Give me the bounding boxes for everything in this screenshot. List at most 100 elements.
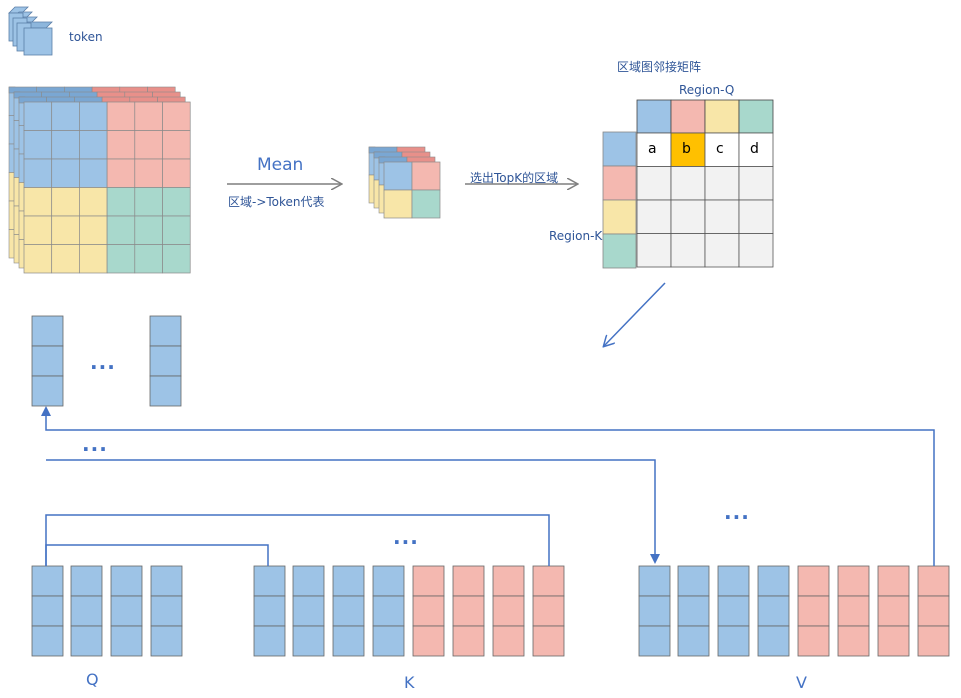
matrix-body-cell xyxy=(670,166,706,201)
v-token-cell xyxy=(757,625,790,657)
k-token-cell xyxy=(332,565,365,597)
grid-token-cell xyxy=(79,215,108,245)
grid-token-cell xyxy=(51,187,80,217)
adjacency-matrix xyxy=(602,99,774,269)
token-legend-cube xyxy=(8,6,53,56)
k-token-cell xyxy=(532,565,565,597)
k-token-cell xyxy=(292,595,325,627)
region-q-label: Region-Q xyxy=(679,83,735,97)
grid-token-cell xyxy=(162,101,191,131)
gathered-token-cell xyxy=(149,375,182,407)
gathered-token-cell xyxy=(149,315,182,347)
feedback-ellipsis: ... xyxy=(82,432,108,456)
v-token-cell xyxy=(638,625,671,657)
region-representative-cube xyxy=(368,146,441,219)
gathered-token-cell xyxy=(31,345,64,377)
matrix-body-cell xyxy=(636,199,672,234)
v-token-cell xyxy=(638,565,671,597)
q-token-cell xyxy=(31,625,64,657)
grid-token-cell xyxy=(79,187,108,217)
grid-token-cell xyxy=(79,101,108,131)
v-token-cell xyxy=(717,595,750,627)
q-token-cell xyxy=(31,595,64,627)
k-label: K xyxy=(404,673,415,692)
grid-token-cell xyxy=(134,215,163,245)
grid-token-cell xyxy=(162,187,191,217)
grid-token-cell xyxy=(51,158,80,188)
v-token-cell xyxy=(677,625,710,657)
grid-token-cell xyxy=(79,130,108,160)
grid-token-cell xyxy=(23,101,53,131)
k-token-cell xyxy=(412,625,445,657)
grid-token-cell xyxy=(23,158,53,188)
v-token-cell xyxy=(877,595,910,627)
q-token-cell xyxy=(70,565,103,597)
grid-token-cell xyxy=(134,187,163,217)
matrix-title: 区域图邻接矩阵 xyxy=(617,60,702,74)
matrix-body-cell xyxy=(704,166,740,201)
v-ellipsis: ... xyxy=(724,500,750,524)
v-token-cell xyxy=(757,595,790,627)
grid-token-cell xyxy=(106,158,136,188)
q-label: Q xyxy=(86,670,99,689)
region-k-header-cell xyxy=(602,199,637,235)
v-token-cell xyxy=(797,595,830,627)
v-token-cell xyxy=(638,595,671,627)
k-token-cell xyxy=(532,625,565,657)
connector-lines xyxy=(41,406,935,566)
k-token-cell xyxy=(452,625,485,657)
gathered-token-cell xyxy=(31,375,64,407)
q-to-k-last-line xyxy=(45,514,550,566)
qkv-token-blocks xyxy=(31,565,950,657)
matrix-cell-b: b xyxy=(682,141,691,157)
grid-token-cell xyxy=(106,244,136,274)
matrix-body-cell xyxy=(738,233,774,268)
grid-token-cell xyxy=(51,244,80,274)
mean-subtitle: 区域->Token代表 xyxy=(228,195,325,209)
grid-token-cell xyxy=(134,158,163,188)
q-token-cell xyxy=(150,565,183,597)
k-ellipsis: ... xyxy=(393,525,419,549)
v-token-cell xyxy=(917,565,950,597)
k-token-cell xyxy=(332,595,365,627)
k-token-cell xyxy=(412,565,445,597)
region-k-label: Region-K xyxy=(549,229,603,243)
q-token-cell xyxy=(150,595,183,627)
region-k-header-cell xyxy=(602,165,637,201)
region-k-header-cell xyxy=(602,233,637,269)
k-token-cell xyxy=(492,595,525,627)
matrix-body-cell xyxy=(636,166,672,201)
region-q-header-cell xyxy=(636,99,672,134)
grid-token-cell xyxy=(79,158,108,188)
region-q-header-cell xyxy=(670,99,706,134)
grid-token-cell xyxy=(162,130,191,160)
q-token-cell xyxy=(110,625,143,657)
k-token-cell xyxy=(253,595,286,627)
gathered-to-v-line xyxy=(46,459,660,564)
grid-token-cell xyxy=(162,215,191,245)
k-token-cell xyxy=(372,595,405,627)
grid-token-cell xyxy=(134,130,163,160)
v-token-cell xyxy=(797,565,830,597)
grid-token-cell xyxy=(23,244,53,274)
gathered-token-cell xyxy=(31,315,64,347)
q-token-cell xyxy=(70,595,103,627)
k-token-cell xyxy=(372,565,405,597)
k-token-cell xyxy=(372,625,405,657)
region-q-header-cell xyxy=(704,99,740,134)
v-to-gathered-line xyxy=(41,406,935,566)
k-token-cell xyxy=(412,595,445,627)
k-token-cell xyxy=(452,565,485,597)
v-token-cell xyxy=(917,595,950,627)
matrix-body-cell xyxy=(704,233,740,268)
matrix-body-cell xyxy=(704,199,740,234)
matrix-down-arrow xyxy=(604,282,666,346)
grid-token-cell xyxy=(23,215,53,245)
matrix-body-cell xyxy=(704,132,740,167)
grid-token-cell xyxy=(106,187,136,217)
matrix-body-cell xyxy=(670,199,706,234)
v-token-cell xyxy=(837,625,870,657)
q-token-cell xyxy=(31,565,64,597)
matrix-body-cell xyxy=(636,233,672,268)
